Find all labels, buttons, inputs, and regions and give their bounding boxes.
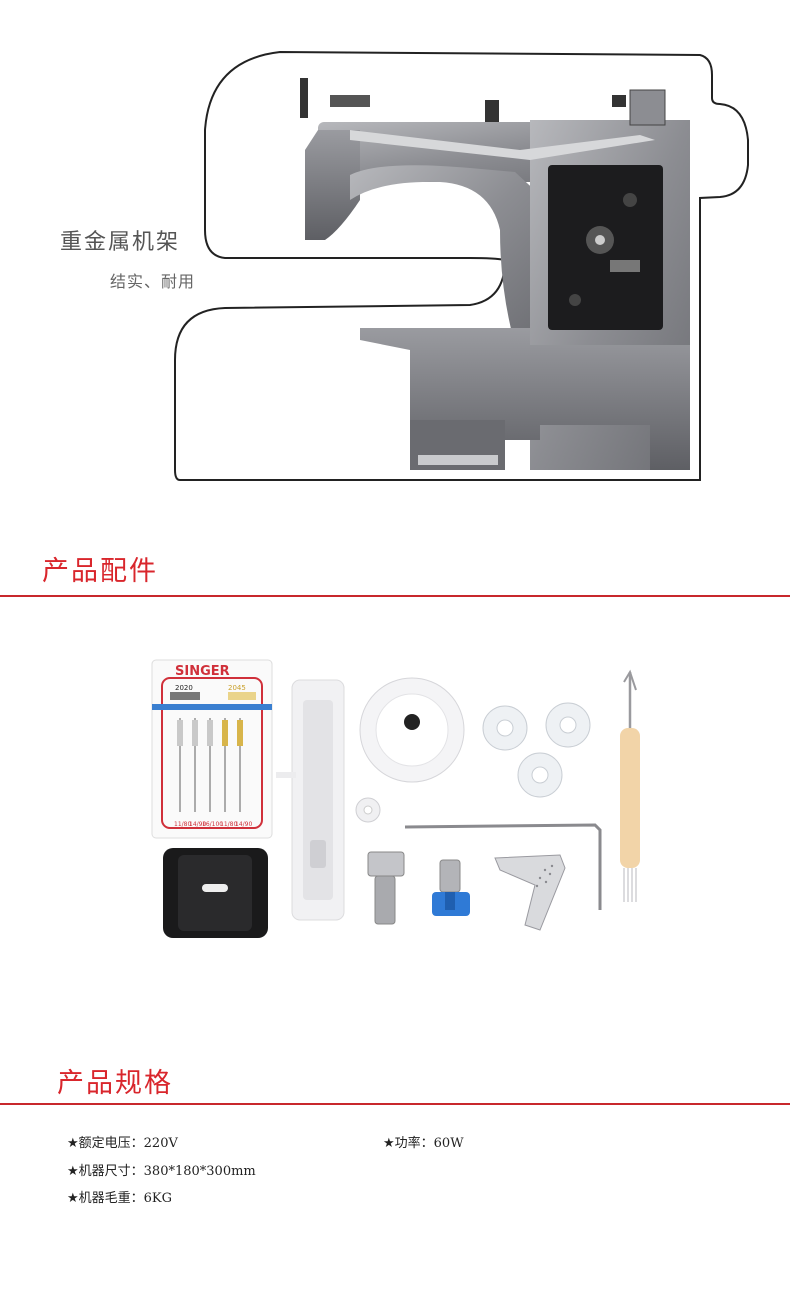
specs-title: 产品规格: [57, 1068, 173, 1099]
spec-power: ★功率：60W: [383, 1132, 464, 1151]
needle-card: SINGER 2020 2045 11/80 14/90 16/100 11/8…: [151, 659, 273, 839]
spec-voltage-value: 220V: [143, 1136, 178, 1151]
bobbins: [482, 702, 591, 798]
spec-size-label: ★机器尺寸：: [67, 1164, 144, 1179]
spool-cap: [359, 677, 465, 783]
frame-subtitle: 结实、耐用: [110, 272, 196, 291]
blue-presser-foot: [432, 859, 470, 916]
spec-weight: ★机器毛重：6KG: [67, 1187, 172, 1206]
needle-size-2: 14/90: [189, 821, 206, 828]
needle-size-5: 14/90: [235, 821, 252, 828]
needle-size-4: 11/80: [220, 821, 237, 828]
specs-divider: [0, 1103, 790, 1105]
spec-power-value: 60W: [433, 1136, 464, 1151]
small-spool-cap: [355, 797, 381, 823]
zipper-foot: [367, 851, 405, 925]
frame-title: 重金属机架: [60, 230, 181, 255]
seam-ripper: [620, 669, 640, 902]
spec-power-label: ★功率：: [383, 1136, 434, 1151]
accessories-divider: [0, 595, 790, 597]
frame-head: [305, 130, 360, 240]
spec-size: ★机器尺寸：380*180*300mm: [67, 1160, 256, 1179]
needle-card-right-code: 2045: [228, 684, 246, 692]
black-presser-foot: [163, 848, 268, 938]
spec-voltage-label: ★额定电压：: [67, 1136, 144, 1151]
frame-arch: [350, 165, 540, 345]
hex-key: [404, 823, 602, 910]
machine-frame-illustration: [174, 50, 749, 481]
buttonhole-foot: [276, 679, 345, 921]
needle-size-1: 11/80: [174, 821, 191, 828]
needle-card-brand: SINGER: [175, 664, 230, 679]
quilting-guide: [494, 854, 566, 931]
needle-size-3: 16/100: [202, 821, 223, 828]
needle-card-left-code: 2020: [175, 684, 193, 692]
spec-weight-value: 6KG: [143, 1191, 173, 1206]
spec-size-value: 380*180*300mm: [143, 1164, 256, 1179]
spec-weight-label: ★机器毛重：: [67, 1191, 144, 1206]
machine-outline: [174, 50, 749, 481]
accessories-title: 产品配件: [42, 556, 158, 587]
spec-voltage: ★额定电压：220V: [67, 1132, 178, 1151]
